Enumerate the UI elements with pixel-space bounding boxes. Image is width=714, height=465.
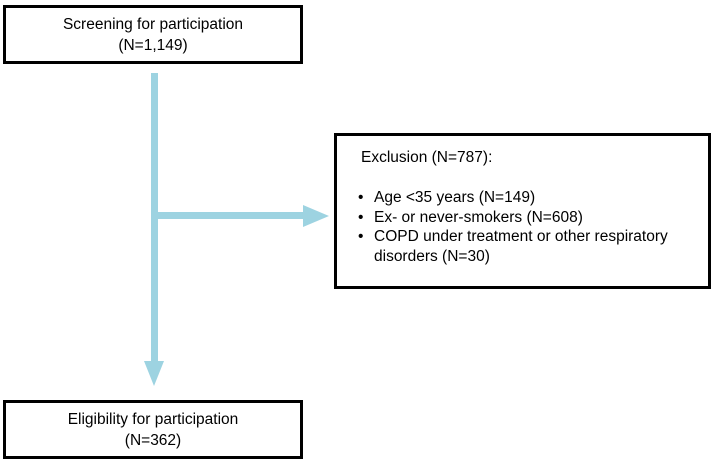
list-item-label: Ex- or never-smokers (N=608) [374,208,583,226]
exclusion-reason-list: • Age <35 years (N=149) • Ex- or never-s… [358,188,698,266]
horizontal-connector-line [151,212,309,219]
exclusion-title: Exclusion (N=787): [361,149,493,166]
flow-node-exclusion: Exclusion (N=787): • Age <35 years (N=14… [334,133,711,289]
flow-node-screening: Screening for participation (N=1,149) [3,5,303,64]
bullet-icon: • [358,228,364,245]
list-item-label: Age <35 years (N=149) [374,189,536,206]
eligibility-count: (N=362) [124,431,182,449]
flow-node-eligibility: Eligibility for participation (N=362) [3,400,303,459]
list-item: • Age <35 years (N=149) [358,188,698,208]
list-item: • COPD under treatment or other respirat… [358,227,698,266]
right-arrow-icon [303,204,329,227]
list-item-label: COPD under treatment or other respirator… [374,228,668,265]
list-item: • Ex- or never-smokers (N=608) [358,208,698,228]
bullet-icon: • [358,208,364,226]
screening-title: Screening for participation [62,15,244,33]
down-arrow-icon [144,361,164,386]
screening-count: (N=1,149) [118,36,188,54]
eligibility-title: Eligibility for participation [67,410,239,428]
bullet-icon: • [358,189,364,206]
